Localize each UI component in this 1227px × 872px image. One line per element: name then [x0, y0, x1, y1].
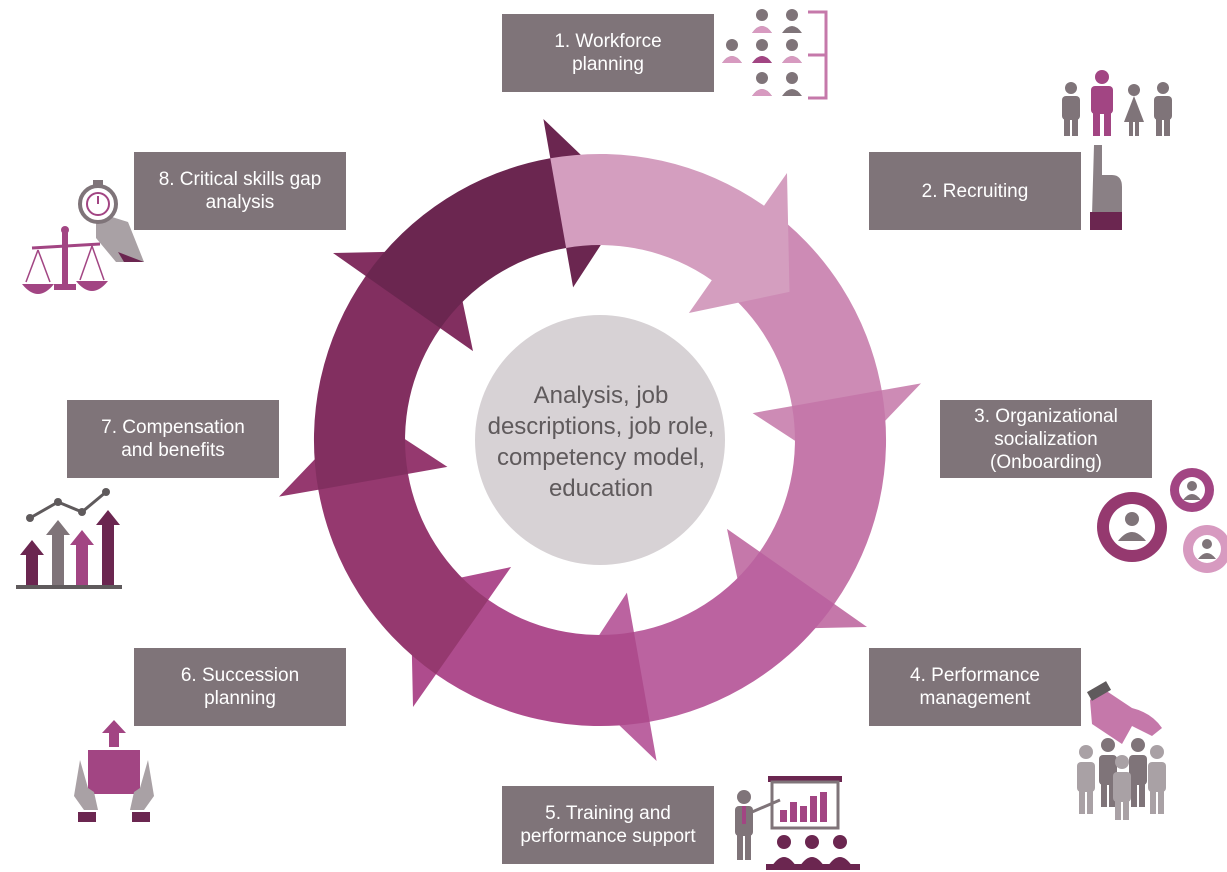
- center-circle: [475, 315, 725, 565]
- center-line: competency model,: [496, 444, 706, 471]
- skills-scale-stopwatch-icon: [22, 180, 144, 294]
- center-line: Analysis, job: [533, 382, 669, 409]
- cycle-ring: [279, 119, 921, 761]
- step-label-line: 7. Compensation: [101, 417, 245, 438]
- step-label-line: planning: [572, 54, 644, 75]
- step-label-line: 6. Succession: [180, 665, 300, 686]
- center-line: descriptions, job role,: [487, 413, 715, 440]
- center-text: Analysis, job descriptions, job role, co…: [476, 372, 726, 512]
- step-label-line: performance support: [520, 826, 696, 847]
- step-label-line: 2. Recruiting: [921, 180, 1029, 202]
- performance-hand-crowd-icon: [1077, 681, 1166, 820]
- step-label-line: 1. Workforce: [554, 31, 662, 52]
- recruiting-hand-icon: [1062, 70, 1172, 230]
- cycle-arrow-1: [550, 153, 790, 313]
- compensation-chart-icon: [16, 488, 122, 589]
- step-label-line: 4. Performance: [910, 665, 1040, 686]
- step-label-line: (Onboarding): [990, 451, 1102, 473]
- step-label-line: 8. Critical skills gap: [158, 169, 322, 190]
- succession-box-icon: [74, 720, 154, 822]
- center-line: education: [548, 475, 654, 502]
- step-label-line: socialization: [994, 428, 1098, 450]
- onboarding-gears-icon: [1097, 468, 1227, 573]
- org-chart-icon: [722, 9, 828, 100]
- step-2-recruiting: 2. Recruiting: [869, 152, 1081, 230]
- step-label-line: planning: [204, 688, 276, 709]
- step-label-line: 5. Training and: [545, 803, 671, 824]
- step-label-line: 3. Organizational: [974, 405, 1118, 427]
- step-label-line: and benefits: [121, 440, 225, 461]
- training-presentation-icon: [735, 776, 860, 870]
- step-label-line: analysis: [205, 192, 275, 213]
- step-label-line: management: [919, 688, 1031, 709]
